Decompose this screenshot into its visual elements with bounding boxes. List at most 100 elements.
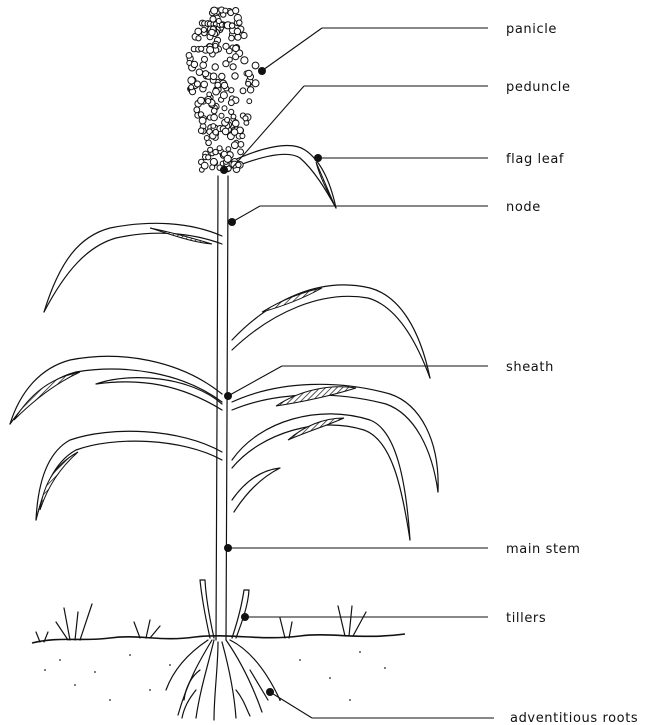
panicle-grain (228, 100, 234, 106)
panicle-grain (246, 81, 251, 86)
panicle-grain (199, 46, 204, 51)
panicle-grain (241, 32, 247, 38)
panicle-grains (186, 7, 259, 173)
panicle-grain (202, 56, 208, 62)
panicle-grain (223, 8, 228, 13)
panicle-grain (211, 124, 216, 129)
panicle-grain (186, 53, 192, 59)
label-peduncle: peduncle (506, 80, 571, 95)
panicle-grain (247, 87, 253, 93)
node-marker (228, 218, 236, 226)
panicle-grain (223, 43, 229, 49)
panicle-grain (243, 116, 248, 121)
flag-leaf-marker (314, 154, 322, 162)
label-main-stem: main stem (506, 542, 581, 557)
panicle-grain (224, 155, 231, 162)
adventitious-roots (166, 640, 280, 720)
panicle-grain (207, 46, 214, 53)
label-tillers: tillers (506, 611, 546, 626)
panicle-grain (233, 8, 239, 14)
panicle-grain (194, 107, 200, 113)
panicle-grain (195, 28, 202, 35)
panicle-grain (210, 73, 217, 80)
peduncle-marker (220, 166, 228, 174)
panicle-grain (198, 97, 205, 104)
panicle-grain (232, 120, 239, 127)
panicle-grain (194, 81, 200, 87)
panicle-grain (232, 73, 238, 79)
panicle-grain (210, 165, 215, 170)
panicle-marker (258, 67, 266, 75)
panicle-grain (210, 158, 217, 165)
labels: panicle peduncle flag leaf node sheath m… (506, 22, 638, 725)
panicle-grain (219, 73, 225, 79)
callouts (220, 28, 494, 718)
panicle-grain (213, 88, 220, 95)
panicle-grain (222, 106, 227, 111)
panicle-grain (238, 142, 244, 148)
panicle-grain (229, 23, 234, 28)
panicle-grain (246, 70, 253, 77)
panicle-grain (233, 54, 239, 60)
panicle-grain (231, 142, 238, 149)
tillers-marker (241, 613, 249, 621)
panicle-grain (230, 64, 236, 70)
panicle-grain (229, 35, 235, 41)
panicle-grain (252, 62, 259, 69)
panicle-grain (234, 28, 240, 34)
panicle-grain (227, 57, 232, 62)
panicle-grain (229, 88, 234, 93)
panicle-grain (189, 85, 194, 90)
panicle-grain (209, 29, 215, 35)
panicle-grain (216, 19, 221, 24)
panicle-grain (247, 99, 252, 104)
label-flag-leaf: flag leaf (506, 152, 564, 167)
panicle-grain (196, 69, 202, 75)
panicle-grain (198, 128, 204, 134)
panicle-grain (241, 57, 248, 64)
panicle-grain (213, 129, 219, 135)
panicle-grain (208, 147, 213, 152)
roots-marker (266, 688, 274, 696)
main-stem-marker (224, 544, 232, 552)
panicle-grain (210, 16, 216, 22)
panicle-grain (221, 82, 227, 88)
sheath-marker (224, 392, 232, 400)
panicle-grain (240, 134, 245, 139)
panicle-grain (211, 7, 218, 14)
panicle-grain (203, 71, 209, 77)
panicle-grain (201, 162, 208, 169)
panicle-grain (237, 20, 242, 25)
label-sheath: sheath (506, 360, 554, 375)
panicle-grain (213, 43, 218, 48)
panicle-grain (220, 92, 227, 99)
panicle-grain (225, 117, 230, 122)
tillers (200, 580, 249, 638)
panicle-grain (199, 117, 206, 124)
panicle-grain (213, 149, 218, 154)
panicle-grain (211, 108, 217, 114)
panicle-grain (226, 147, 231, 152)
panicle-grain (231, 129, 237, 135)
label-node: node (506, 200, 541, 215)
panicle-grain (206, 155, 211, 160)
panicle-grain (204, 136, 209, 141)
panicle-grain (215, 82, 221, 88)
panicle-grain (233, 45, 239, 51)
label-panicle: panicle (506, 22, 557, 37)
panicle-grain (201, 81, 208, 88)
panicle-grain (206, 99, 211, 104)
panicle-grain (219, 113, 224, 118)
soil (32, 604, 405, 701)
panicle-grain (212, 64, 218, 70)
panicle-grain (188, 77, 195, 84)
leaves (10, 146, 438, 540)
panicle-grain (238, 149, 244, 155)
label-adventitious-roots: adventitious roots (510, 711, 638, 725)
panicle-grain (201, 27, 206, 32)
panicle-grain (240, 88, 246, 94)
panicle-grain (211, 114, 218, 121)
panicle-grain (196, 36, 201, 41)
panicle-grain (200, 62, 207, 69)
